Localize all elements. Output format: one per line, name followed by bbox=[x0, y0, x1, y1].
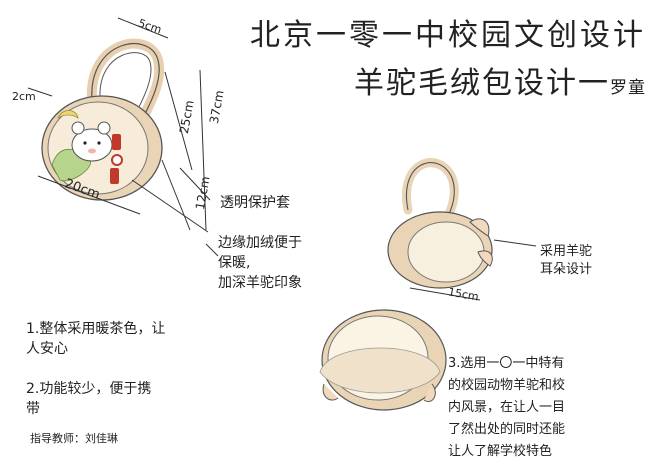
page-title: 北京一零一中校园文创设计 bbox=[250, 18, 646, 53]
note1-line2: 人安心 bbox=[26, 341, 68, 357]
annotation-ear-line1: 采用羊驼 bbox=[540, 244, 593, 259]
annotation-edge-line2: 保暖, bbox=[218, 255, 251, 271]
note2-line1: 2.功能较少，便于携 bbox=[26, 381, 152, 397]
author-name: 罗童 bbox=[610, 78, 646, 98]
note3-line2: 的校园动物羊驼和校 bbox=[448, 378, 566, 393]
dim-side-width: 2cm bbox=[12, 90, 36, 103]
open-bag-drawing bbox=[319, 309, 447, 411]
main-bag-drawing bbox=[27, 17, 219, 257]
annotation-ear-line2: 耳朵设计 bbox=[540, 262, 593, 277]
back-bag-drawing bbox=[387, 158, 537, 301]
note1-line1: 1.整体采用暖茶色，让 bbox=[26, 321, 166, 337]
subtitle-text: 羊驼毛绒包设计一 bbox=[354, 66, 610, 101]
page-subtitle: 羊驼毛绒包设计一罗童 bbox=[300, 58, 646, 102]
note3-line5: 让人了解学校特色 bbox=[448, 444, 553, 459]
note3-line3: 内风景，在让人一目 bbox=[448, 400, 566, 415]
note3-line1: 3.选用一〇一中特有 bbox=[448, 356, 565, 371]
annotation-edge-line3: 加深羊驼印象 bbox=[218, 275, 302, 291]
annotation-transparent-cover: 透明保护套 bbox=[220, 195, 290, 211]
annotation-edge-line1: 边缘加绒便于 bbox=[218, 235, 302, 251]
teacher-credit: 指导教师：刘佳琳 bbox=[30, 432, 118, 445]
note3-line4: 了然出处的同时还能 bbox=[448, 422, 566, 437]
note2-line2: 带 bbox=[26, 401, 40, 417]
